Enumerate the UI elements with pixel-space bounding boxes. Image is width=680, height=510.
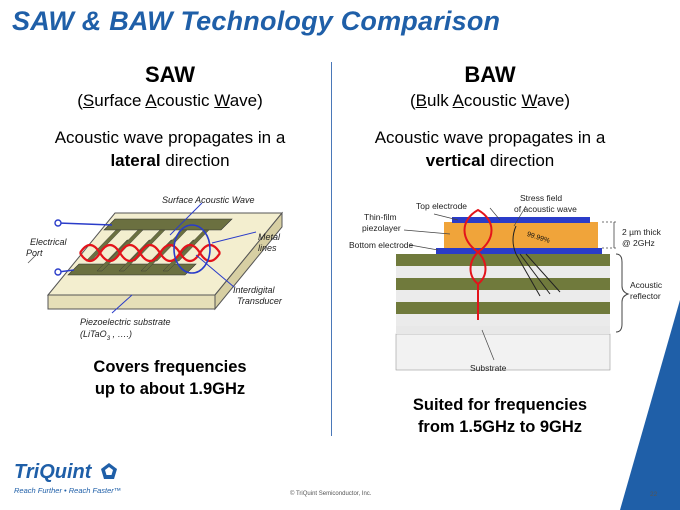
slide-title: SAW & BAW Technology Comparison bbox=[12, 6, 501, 36]
saw-frequency-note: Covers frequencies up to about 1.9GHz bbox=[93, 358, 247, 398]
label-thin-film: Thin-film bbox=[364, 212, 397, 222]
label-bottom-electrode: Bottom electrode bbox=[349, 240, 414, 250]
label-interdigital: Interdigital bbox=[233, 285, 275, 295]
baw-title: BAW bbox=[464, 62, 516, 87]
label-port: Port bbox=[26, 248, 43, 258]
saw-diagram bbox=[27, 202, 284, 314]
label-electrical: Electrical bbox=[30, 237, 67, 247]
saw-description: Acoustic wave propagates in a lateral di… bbox=[54, 128, 286, 170]
label-surface-acoustic-wave: Surface Acoustic Wave bbox=[162, 195, 255, 205]
label-lines: lines bbox=[258, 243, 277, 253]
baw-diagram bbox=[395, 205, 630, 371]
label-piezo-substrate: Piezoelectric substrate bbox=[80, 317, 171, 327]
baw-subtitle: (Bulk Acoustic Wave) bbox=[409, 91, 571, 110]
label-acoustic: Acoustic bbox=[630, 280, 663, 290]
label-piezolayer: piezolayer bbox=[362, 223, 401, 233]
label-litao: (LiTaO3 , ….) bbox=[80, 329, 133, 342]
company-tagline: Reach Further • Reach Faster™ bbox=[14, 486, 122, 495]
label-frequency: @ 2GHz bbox=[622, 238, 655, 248]
saw-subtitle: (Surface Acoustic Wave) bbox=[77, 91, 263, 110]
pentagon-logo-icon bbox=[100, 463, 117, 479]
label-transducer: Transducer bbox=[237, 296, 282, 306]
page-number: 22 bbox=[650, 491, 658, 498]
label-metal: Metal bbox=[258, 232, 281, 242]
label-reflector: reflector bbox=[630, 291, 661, 301]
copyright-text: © TriQuint Semiconductor, Inc. bbox=[290, 491, 372, 497]
saw-title: SAW bbox=[144, 62, 196, 87]
baw-description: Acoustic wave propagates in a vertical d… bbox=[374, 128, 606, 170]
column-divider bbox=[331, 62, 332, 436]
company-logo: TriQuint bbox=[14, 461, 118, 484]
label-top-electrode: Top electrode bbox=[416, 201, 468, 211]
label-substrate: Substrate bbox=[470, 363, 507, 373]
baw-frequency-note: Suited for frequencies from 1.5GHz to 9G… bbox=[412, 396, 588, 436]
label-stress-field: Stress field bbox=[520, 193, 563, 203]
corner-accent-shape bbox=[620, 300, 680, 510]
label-of-acoustic-wave: of acoustic wave bbox=[514, 204, 577, 214]
label-thickness: 2 µm thick bbox=[622, 227, 661, 237]
